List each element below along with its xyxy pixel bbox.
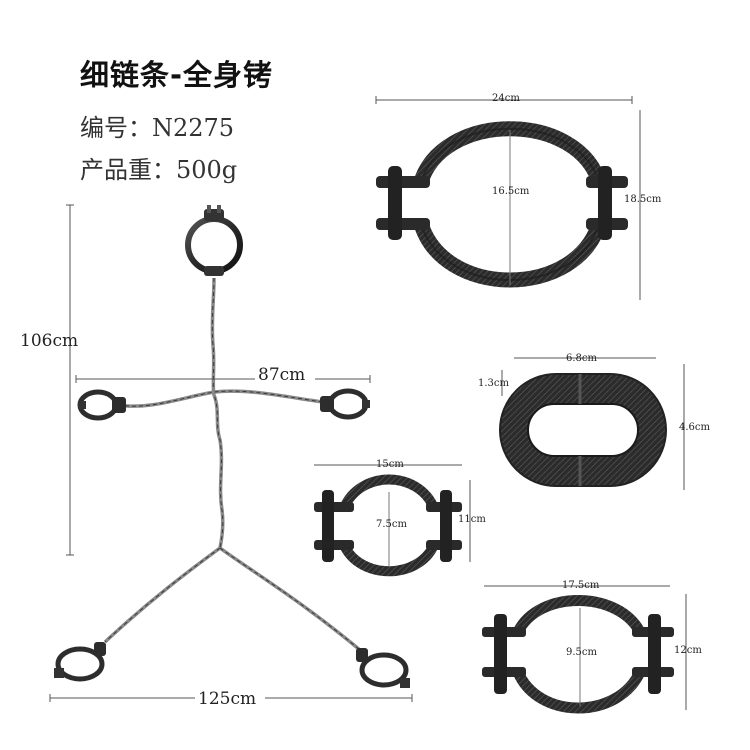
left-wrist-cuff [77, 389, 126, 421]
link-width-label: 6.8cm [566, 353, 598, 364]
right-ankle-cuff [356, 648, 410, 688]
neck-width-label: 24cm [492, 93, 520, 104]
wrist-height-label: 11cm [458, 514, 486, 525]
product-title: 细链条-全身铐 [80, 58, 274, 92]
wrist-inner-label: 7.5cm [376, 519, 408, 530]
height-dimension [66, 204, 74, 556]
product-weight: 产品重：500g [80, 156, 238, 184]
product-code: 编号：N2275 [80, 114, 235, 142]
right-wrist-cuff [320, 388, 370, 420]
chain-link-detail: 6.8cm 1.3cm 4.6cm [478, 353, 711, 490]
wrist-width-label: 15cm [376, 459, 404, 470]
left-ankle-cuff [54, 642, 106, 682]
neck-collar-detail: 24cm 16.5cm 18.5cm [375, 93, 662, 300]
neck-inner-label: 16.5cm [492, 186, 530, 197]
wrist-cuff-detail: 15cm 7.5cm 11cm [314, 459, 486, 577]
ankle-inner-label: 9.5cm [566, 647, 598, 658]
neck-height-label: 18.5cm [624, 194, 662, 205]
ankle-height-label: 12cm [674, 645, 702, 656]
full-body-set: 106cm 87cm [20, 204, 413, 709]
ankle-cuff-detail: 17.5cm 9.5cm 12cm [482, 580, 702, 714]
ankle-width-label: 17.5cm [562, 580, 600, 591]
arm-span-dimension [75, 375, 371, 383]
link-thickness-label: 1.3cm [478, 378, 510, 389]
arm-span-label: 87cm [258, 365, 305, 385]
height-label: 106cm [20, 331, 78, 351]
leg-span-label: 125cm [198, 689, 256, 709]
neck-collar-small [185, 205, 243, 276]
link-height-label: 4.6cm [679, 422, 711, 433]
